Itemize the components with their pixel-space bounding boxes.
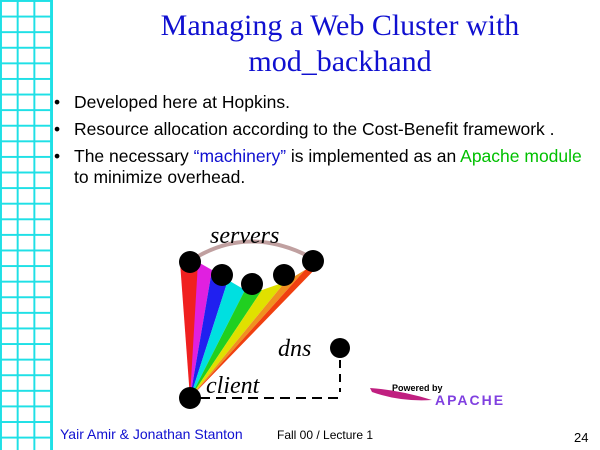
page-number: 24 [574, 430, 589, 445]
bullet-item: Resource allocation according to the Cos… [52, 119, 582, 140]
apache-logo: Powered by APACHE [370, 383, 505, 408]
bullet-item: The necessary “machinery” is implemented… [52, 146, 582, 188]
dns-label: dns [278, 336, 311, 362]
dns-node [330, 338, 350, 358]
server-nodes [179, 250, 324, 295]
bullet-item: Developed here at Hopkins. [52, 92, 582, 113]
rainbow-beams [180, 262, 322, 398]
client-label: client [206, 373, 261, 399]
footer-course: Fall 00 / Lecture 1 [277, 428, 374, 442]
bullet-list: Developed here at Hopkins. Resource allo… [52, 92, 582, 194]
svg-text:Powered by: Powered by [392, 383, 443, 393]
footer-authors: Yair Amir & Jonathan Stanton [60, 426, 243, 442]
client-node [179, 387, 201, 409]
svg-text:APACHE: APACHE [435, 392, 505, 408]
grid-decoration [0, 0, 53, 450]
servers-label: servers [210, 223, 279, 249]
